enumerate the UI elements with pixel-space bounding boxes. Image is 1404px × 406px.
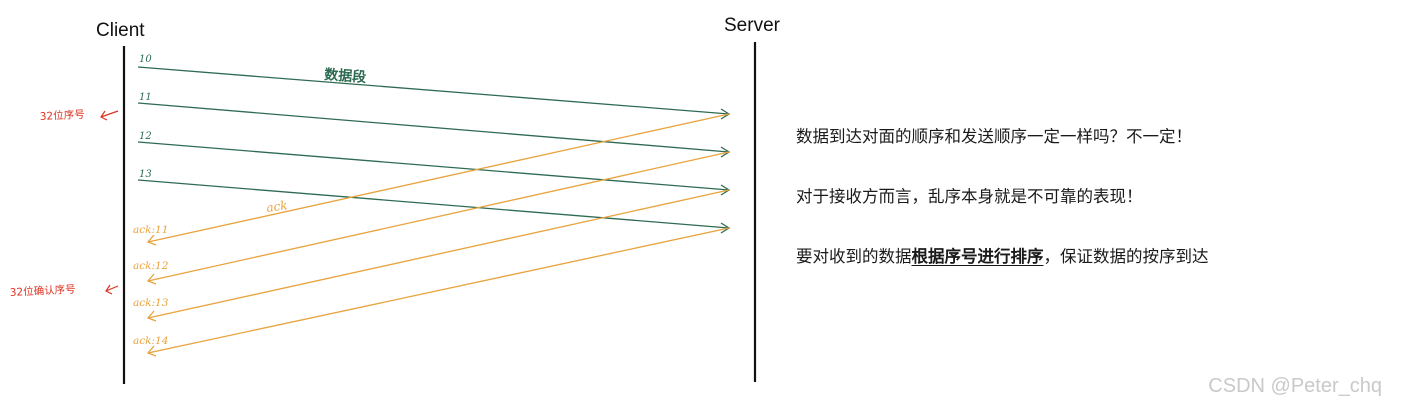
arrowhead-icon bbox=[146, 273, 157, 285]
ack-arrow bbox=[147, 113, 730, 243]
ack-annotation: ack bbox=[265, 198, 288, 215]
watermark: CSDN @Peter_chq bbox=[1208, 375, 1382, 397]
arrow-left-icon bbox=[100, 110, 119, 121]
segment-seq-label: 11 bbox=[139, 92, 152, 103]
ack-label: ack:12 bbox=[133, 260, 169, 272]
ack-arrow bbox=[147, 189, 730, 319]
data-segment-arrow bbox=[137, 66, 730, 115]
note-sort-prefix: 要对收到的数据 bbox=[796, 247, 912, 266]
note-sort: 要对收到的数据根据序号进行排序，保证数据的按序到达 bbox=[796, 242, 1386, 302]
ack-label: ack:11 bbox=[133, 224, 168, 236]
data-segment-annotation: 数据段 bbox=[324, 66, 367, 86]
explanation-notes: 数据到达对面的顺序和发送顺序一定一样吗？不一定！ 对于接收方而言，乱序本身就是不… bbox=[796, 122, 1386, 302]
data-segment-arrow bbox=[137, 179, 730, 229]
ack-arrow bbox=[147, 151, 730, 282]
data-segments bbox=[137, 66, 731, 234]
arrowhead-icon bbox=[146, 345, 157, 357]
arrowhead-icon bbox=[146, 310, 157, 322]
note-unreliable: 对于接收方而言，乱序本身就是不可靠的表现！ bbox=[796, 187, 1143, 206]
ack-label: ack:14 bbox=[133, 335, 168, 347]
client-label: Client bbox=[96, 20, 145, 41]
note-sort-emphasis: 根据序号进行排序 bbox=[911, 247, 1044, 266]
data-segment-arrow bbox=[137, 141, 730, 191]
segment-seq-label: 12 bbox=[139, 131, 152, 142]
server-label: Server bbox=[724, 15, 781, 36]
segment-seq-label: 10 bbox=[139, 54, 152, 65]
arrow-left-icon bbox=[105, 284, 119, 295]
data-segment-arrow bbox=[137, 102, 730, 153]
note-sort-suffix: ，保证数据的按序到达 bbox=[1043, 247, 1209, 266]
arrowhead-icon bbox=[146, 234, 157, 246]
ack-arrow bbox=[147, 227, 730, 354]
ack-bits-annotation: 32位确认序号 bbox=[9, 283, 75, 299]
ack-arrows bbox=[146, 113, 730, 357]
seq-bits-annotation: 32位序号 bbox=[39, 108, 84, 123]
segment-seq-label: 13 bbox=[139, 169, 152, 180]
note-order: 数据到达对面的顺序和发送顺序一定一样吗？不一定！ bbox=[796, 127, 1192, 146]
ack-label: ack:13 bbox=[133, 297, 169, 309]
